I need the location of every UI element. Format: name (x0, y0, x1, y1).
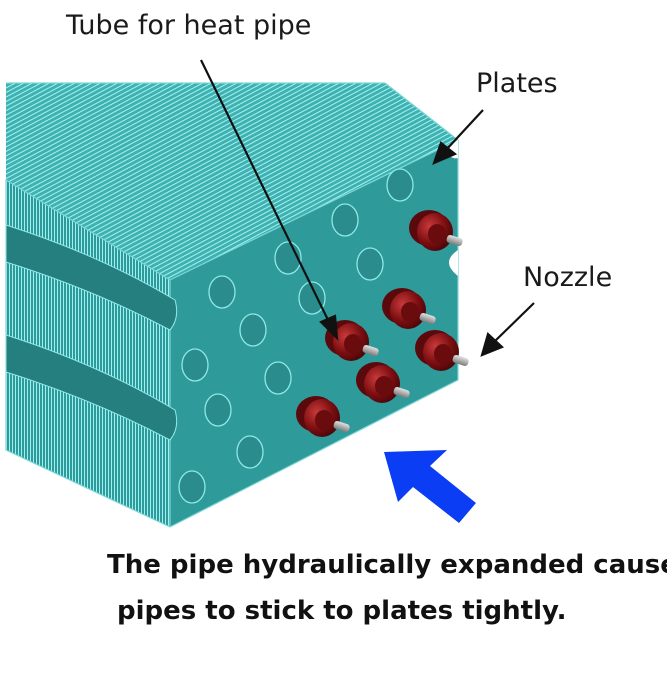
tube-label: Tube for heat pipe (66, 10, 312, 41)
heat-pipe-tube (356, 362, 410, 403)
tube-pointer-arrow (200, 59, 330, 323)
nozzle (393, 386, 410, 398)
heat-pipe-tube (415, 330, 469, 371)
caption-line-1: The pipe hydraulically expanded causes (107, 550, 667, 580)
fin-bump (5, 224, 178, 331)
nozzle-pointer-head (480, 331, 505, 357)
nozzle (419, 312, 436, 324)
nozzle (446, 234, 463, 246)
nozzle-pointer-arrow (493, 302, 535, 343)
plate-stack-top (6, 83, 458, 280)
plates-pointer-arrow (445, 109, 484, 151)
fin-bump (5, 334, 178, 441)
plates-pointer-head (432, 141, 458, 165)
nozzle (452, 354, 469, 366)
pointer-arrows (200, 59, 535, 357)
tube-pointer-head (319, 314, 339, 341)
nozzle-label: Nozzle (523, 262, 613, 293)
nozzle (333, 420, 350, 432)
plate-holes (178, 168, 414, 504)
heat-pipe-tube (296, 396, 350, 437)
heat-pipe-tubes (296, 210, 469, 437)
plate-stack-front (170, 140, 458, 527)
caption-line-2: pipes to stick to plates tightly. (117, 596, 567, 626)
heat-pipe-tube (409, 210, 463, 251)
push-arrow (384, 450, 476, 523)
plates-label: Plates (476, 68, 558, 99)
nozzle (362, 344, 379, 356)
heat-pipe-tube (382, 288, 436, 329)
